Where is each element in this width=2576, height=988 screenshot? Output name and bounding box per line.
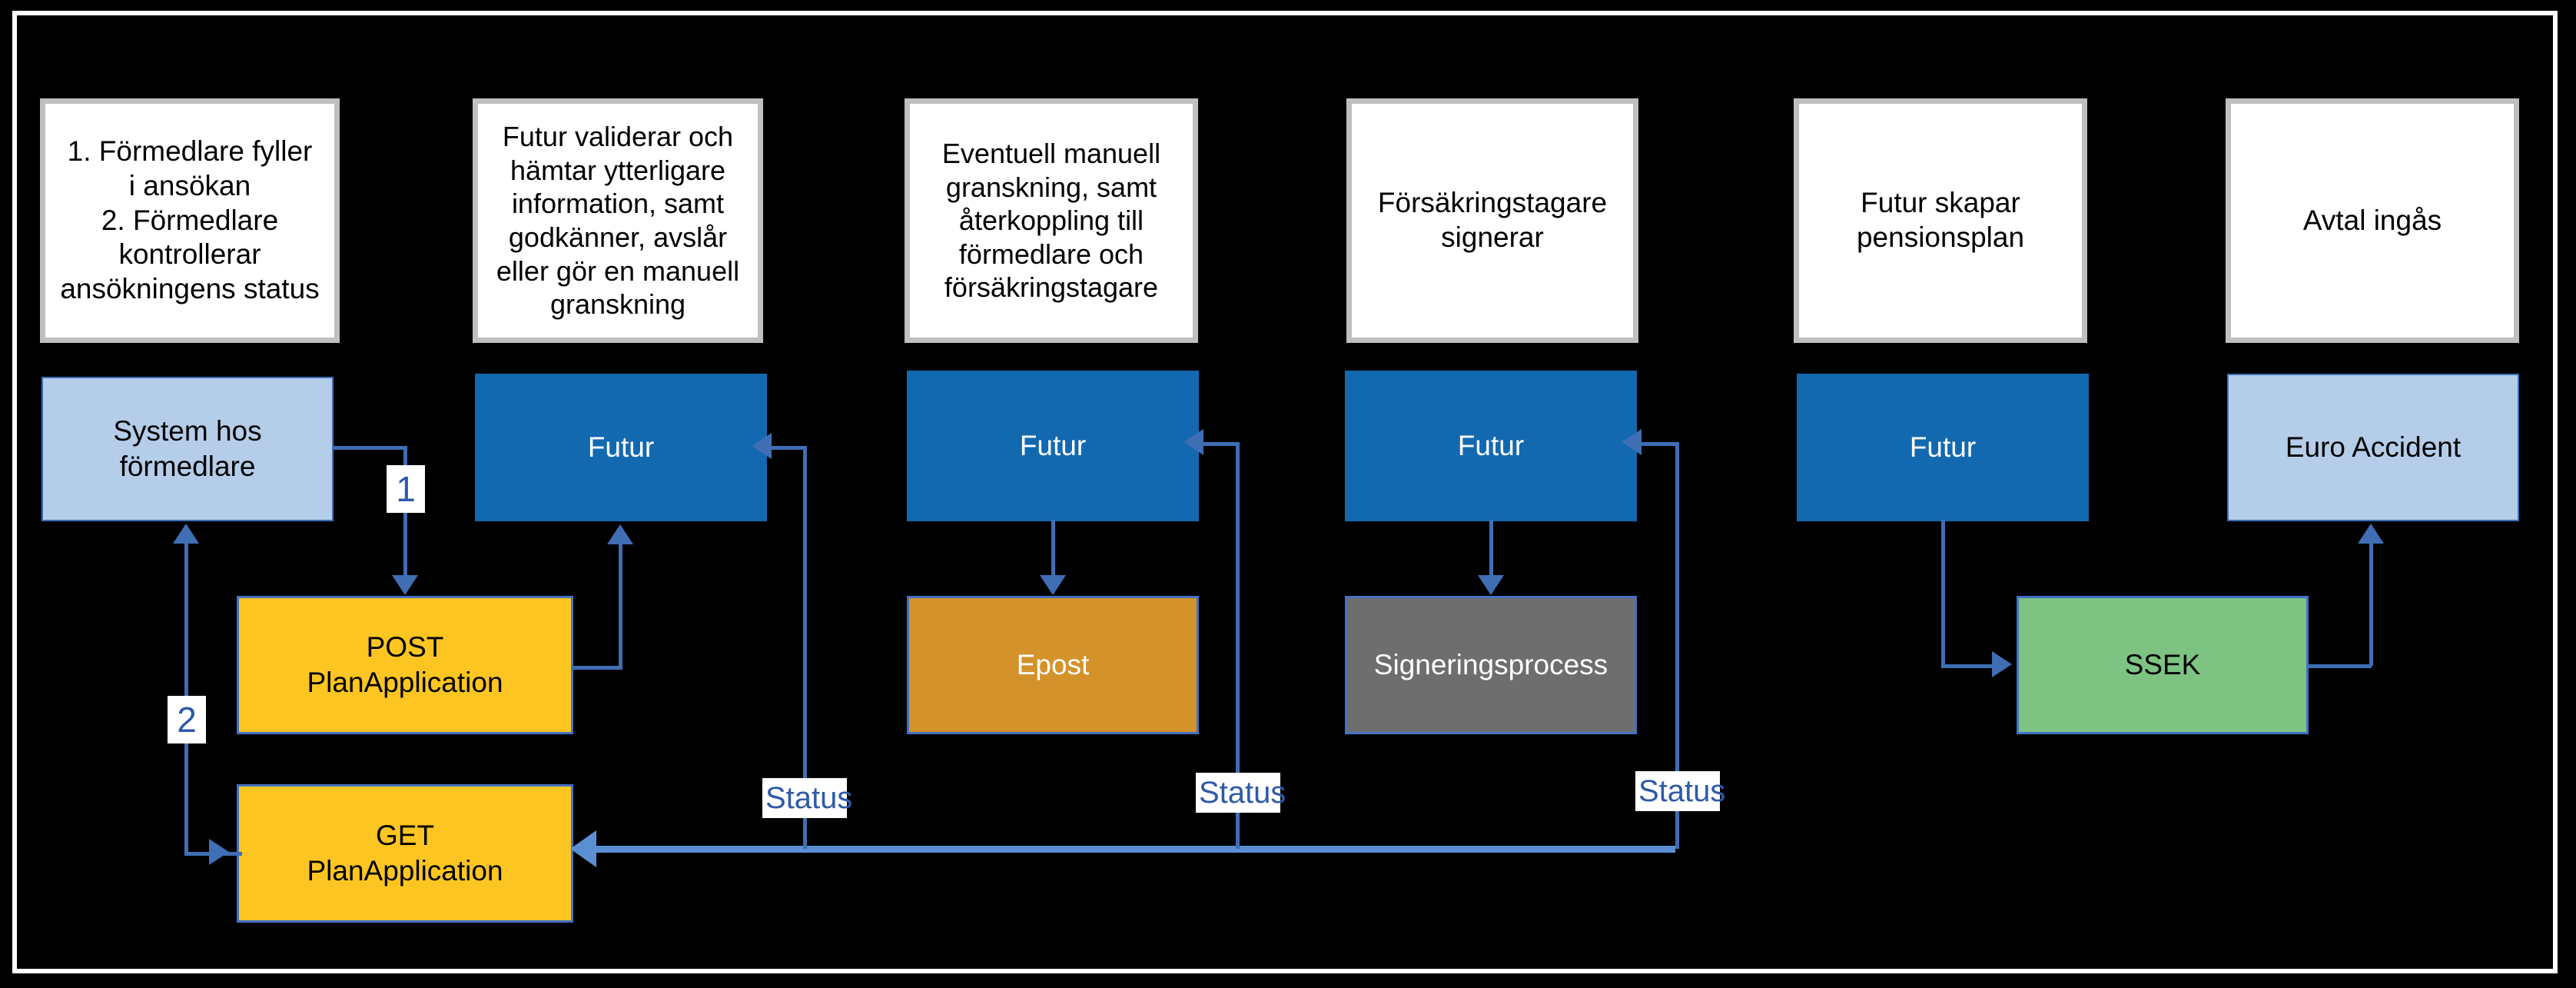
status-riser-1-horizontal [768, 446, 807, 450]
status-riser-3 [1675, 442, 1679, 849]
connector-futur4-to-ssek-vertical [1941, 520, 1945, 666]
actor-label-4: Futur [1457, 430, 1525, 462]
actor-box-system-hos-formedlare: System hos förmedlare [41, 377, 334, 521]
description-box-1: 1. Förmedlare fyller i ansökan 2. Förmed… [40, 98, 340, 343]
edge-label-status-3: Status [1635, 771, 1725, 811]
arrowhead-to-system [173, 524, 199, 544]
arrowhead-to-epost [1040, 575, 1066, 595]
process-label-ssek: SSEK [2124, 649, 2201, 681]
connector-post-to-futur-vertical [619, 544, 622, 667]
process-box-signeringsprocess: Signeringsprocess [1345, 596, 1637, 734]
edge-label-step-2: 2 [168, 696, 206, 743]
description-box-4: Försäkringstagare signerar [1346, 98, 1638, 343]
status-riser-1 [803, 446, 807, 849]
connector-futur2-to-epost [1051, 520, 1055, 577]
arrowhead-status-to-futur-1 [752, 433, 772, 459]
description-box-5: Futur skapar pensionsplan [1794, 98, 2087, 343]
actor-box-futur-3: Futur [1345, 371, 1637, 521]
connector-ssek-to-euro-horizontal [2307, 664, 2372, 668]
process-label-get: GET PlanApplication [307, 820, 503, 887]
process-box-epost: Epost [907, 596, 1199, 734]
connector-post-to-futur-horizontal [572, 666, 622, 670]
connector-futur4-to-ssek-horizontal [1941, 664, 1997, 668]
arrowhead-status-to-futur-2 [1183, 429, 1203, 455]
actor-label-3: Futur [1019, 430, 1087, 462]
status-return-bus [584, 846, 1675, 853]
edge-label-step-1-text: 1 [396, 469, 416, 509]
description-text-5: Futur skapar pensionsplan [1856, 187, 2025, 253]
process-label-signeringsprocess: Signeringsprocess [1373, 649, 1608, 681]
description-box-6: Avtal ingås [2226, 98, 2519, 343]
actor-label-5: Futur [1909, 431, 1977, 464]
edge-label-step-1: 1 [387, 465, 425, 513]
description-text-6: Avtal ingås [2302, 204, 2442, 236]
arrowhead-to-post [392, 575, 418, 595]
edge-label-status-1-text: Status [765, 781, 853, 815]
description-text-1: 1. Förmedlare fyller i ansökan 2. Förmed… [60, 135, 320, 305]
description-text-2: Futur validerar och hämtar ytterligare i… [496, 121, 740, 321]
edge-label-status-3-text: Status [1638, 774, 1726, 808]
status-riser-2 [1236, 442, 1240, 849]
edge-label-status-2-text: Status [1199, 776, 1286, 810]
actor-label-1: System hos förmedlare [113, 415, 262, 482]
outer-frame [12, 11, 2558, 973]
description-text-4: Försäkringstagare signerar [1377, 187, 1608, 253]
description-box-2: Futur validerar och hämtar ytterligare i… [473, 98, 763, 343]
edge-label-status-2: Status [1196, 773, 1286, 813]
actor-label-2: Futur [587, 431, 655, 464]
arrowhead-to-get-planapplication [570, 830, 596, 867]
process-box-post-planapplication: POST PlanApplication [237, 596, 573, 734]
actor-label-6: Euro Accident [2285, 431, 2461, 464]
process-label-post: POST PlanApplication [307, 631, 503, 698]
edge-label-status-1: Status [762, 778, 852, 818]
actor-box-futur-2: Futur [907, 371, 1199, 521]
arrowhead-to-signering [1478, 575, 1504, 595]
process-box-get-planapplication: GET PlanApplication [237, 784, 573, 923]
status-riser-3-horizontal [1638, 442, 1678, 446]
process-box-ssek: SSEK [2017, 596, 2309, 734]
status-riser-2-horizontal [1200, 442, 1239, 446]
actor-box-futur-1: Futur [475, 374, 767, 521]
actor-box-futur-4: Futur [1797, 374, 2089, 521]
arrowhead-to-futur-1 [607, 524, 633, 544]
description-text-3: Eventuell manuell granskning, samt återk… [941, 138, 1161, 304]
description-box-3: Eventuell manuell granskning, samt återk… [905, 98, 1198, 343]
actor-box-euro-accident: Euro Accident [2227, 374, 2519, 521]
connector-futur3-to-signering [1489, 520, 1493, 577]
arrowhead-to-get-left [209, 839, 229, 865]
connector-ssek-to-euro-vertical [2369, 543, 2373, 666]
process-label-epost: Epost [1016, 649, 1090, 681]
edge-label-step-2-text: 2 [177, 700, 197, 740]
arrowhead-to-ssek [1992, 651, 2012, 677]
arrowhead-to-euro-accident [2358, 524, 2384, 544]
arrowhead-status-to-futur-3 [1622, 429, 1642, 455]
connector-1-horizontal [334, 446, 407, 450]
